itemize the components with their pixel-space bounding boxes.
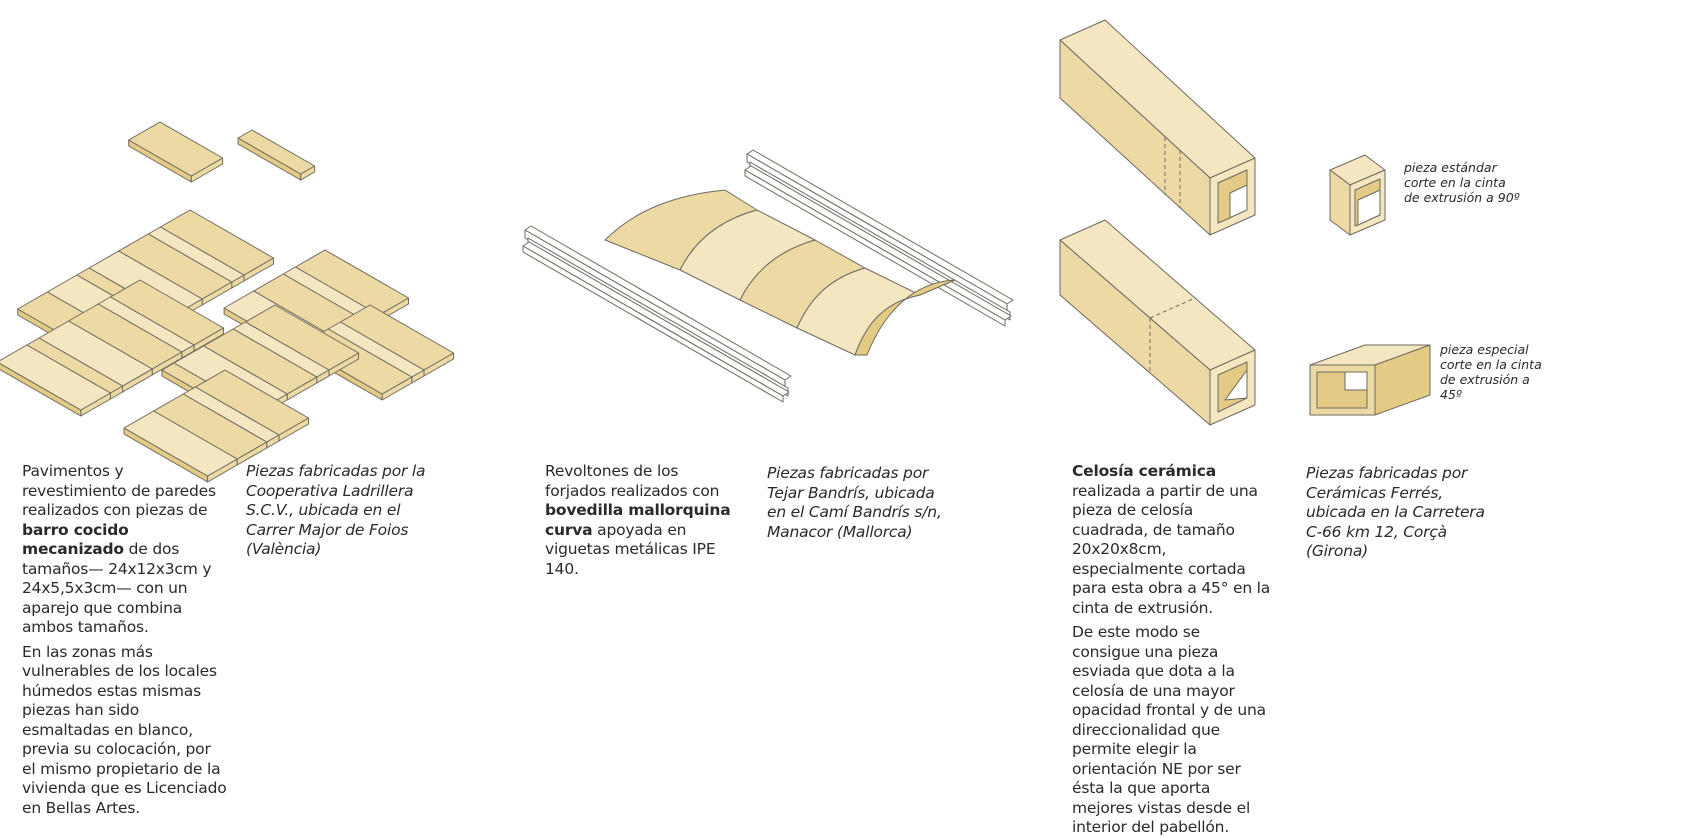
section3-paragraph-1: Celosía cerámica realizada a partir de u… xyxy=(1072,462,1272,618)
section2-paragraph-1: Revoltones de los forjados realizados co… xyxy=(545,462,741,579)
section3-credit: Piezas fabricadas por Cerámicas Ferrés, … xyxy=(1306,464,1485,560)
brick-pavement-illustration xyxy=(0,120,480,483)
section1-text-1: Pavimentos y revestimiento de paredes re… xyxy=(22,462,216,519)
vault-segment-5 xyxy=(854,279,956,356)
section2-highlight: bovedilla mallorquina curva xyxy=(545,501,731,539)
section2-text-1: Revoltones de los forjados realizados co… xyxy=(545,462,720,500)
section3-highlight: Celosía cerámica xyxy=(1072,462,1216,480)
loose-brick-small xyxy=(237,129,316,181)
section1-highlight: barro cocido mecanizado xyxy=(22,520,129,559)
vault-drawing xyxy=(522,149,1014,403)
section3-text-1: realizada a partir de una pieza de celos… xyxy=(1072,481,1271,617)
section2-description: Revoltones de los forjados realizados co… xyxy=(545,462,741,579)
section1-paragraph-2: En las zonas más vulnerables de los loca… xyxy=(22,642,227,817)
pavement-brick xyxy=(123,410,238,483)
section3-paragraph-2: De este modo se consigue una pieza esvia… xyxy=(1072,623,1266,836)
section1-credit: Piezas fabricadas por la Cooperativa Lad… xyxy=(246,462,426,558)
standard-long-tube xyxy=(1059,19,1256,236)
section1-paragraph-1: Pavimentos y revestimiento de paredes re… xyxy=(22,462,228,638)
vault-illustration xyxy=(522,149,1045,450)
pavement-brick xyxy=(0,344,111,417)
loose-brick-large xyxy=(128,121,224,183)
section3-description: Celosía cerámica realizada a partir de u… xyxy=(1072,462,1272,838)
brick-pavement-drawing xyxy=(0,121,455,483)
section1-description: Pavimentos y revestimiento de paredes re… xyxy=(22,462,228,818)
lattice-drawing xyxy=(1059,19,1431,426)
ceramic-lattice-illustration xyxy=(1055,19,1675,440)
special-long-tube xyxy=(1059,219,1256,426)
front-i-beam xyxy=(522,225,792,403)
section2-credit: Piezas fabricadas por Tejar Bandrís, ubi… xyxy=(767,464,942,541)
standard-piece-note: pieza estándar corte en la cinta de extr… xyxy=(1404,160,1520,205)
standard-piece xyxy=(1329,154,1386,236)
section1-text-2: de dos tamaños— 24x12x3cm y 24x5,5x3cm— … xyxy=(22,540,212,636)
special-piece-note: pieza especial corte en la cinta de extr… xyxy=(1440,342,1542,402)
section2-text-2: apoyada en viguetas metálicas IPE 140. xyxy=(545,520,716,578)
special-piece xyxy=(1309,344,1431,416)
